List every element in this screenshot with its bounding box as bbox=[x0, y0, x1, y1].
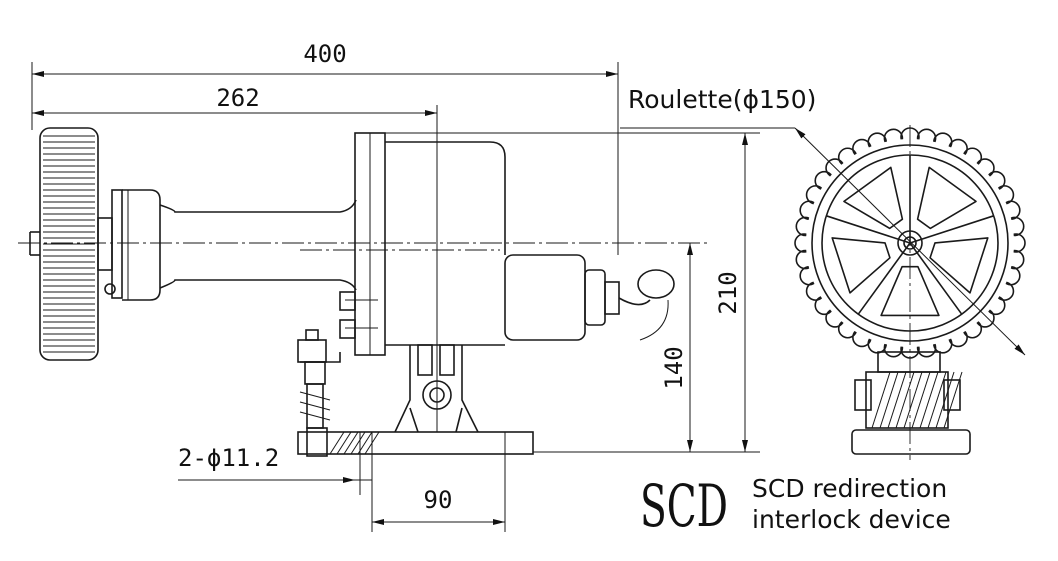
dimension-262-label: 262 bbox=[216, 84, 259, 112]
front-view bbox=[620, 125, 1026, 460]
dimension-140-label: 140 bbox=[660, 346, 688, 389]
dimension-400-label: 400 bbox=[303, 40, 346, 68]
side-view: 400 262 bbox=[18, 40, 760, 532]
wheel-label: Roulette(ϕ150) bbox=[628, 85, 816, 114]
dimension-holes-label: 2-ϕ11.2 bbox=[178, 444, 279, 472]
dimension-210-label: 210 bbox=[714, 271, 742, 314]
dimension-90-label: 90 bbox=[424, 486, 453, 514]
dimension-90: 90 bbox=[372, 486, 505, 525]
caption-line-2: interlock device bbox=[752, 505, 951, 534]
dimension-holes: 2-ϕ11.2 bbox=[178, 444, 372, 483]
model-name: SCD bbox=[640, 472, 728, 540]
dimension-400: 400 bbox=[32, 40, 618, 77]
dimension-210: 210 bbox=[385, 132, 760, 453]
dimension-262: 262 bbox=[32, 84, 437, 116]
caption-line-1: SCD redirection bbox=[752, 474, 947, 503]
adjust-bolt bbox=[297, 329, 341, 429]
handwheel bbox=[29, 127, 99, 361]
dimension-140: 140 bbox=[660, 243, 693, 452]
